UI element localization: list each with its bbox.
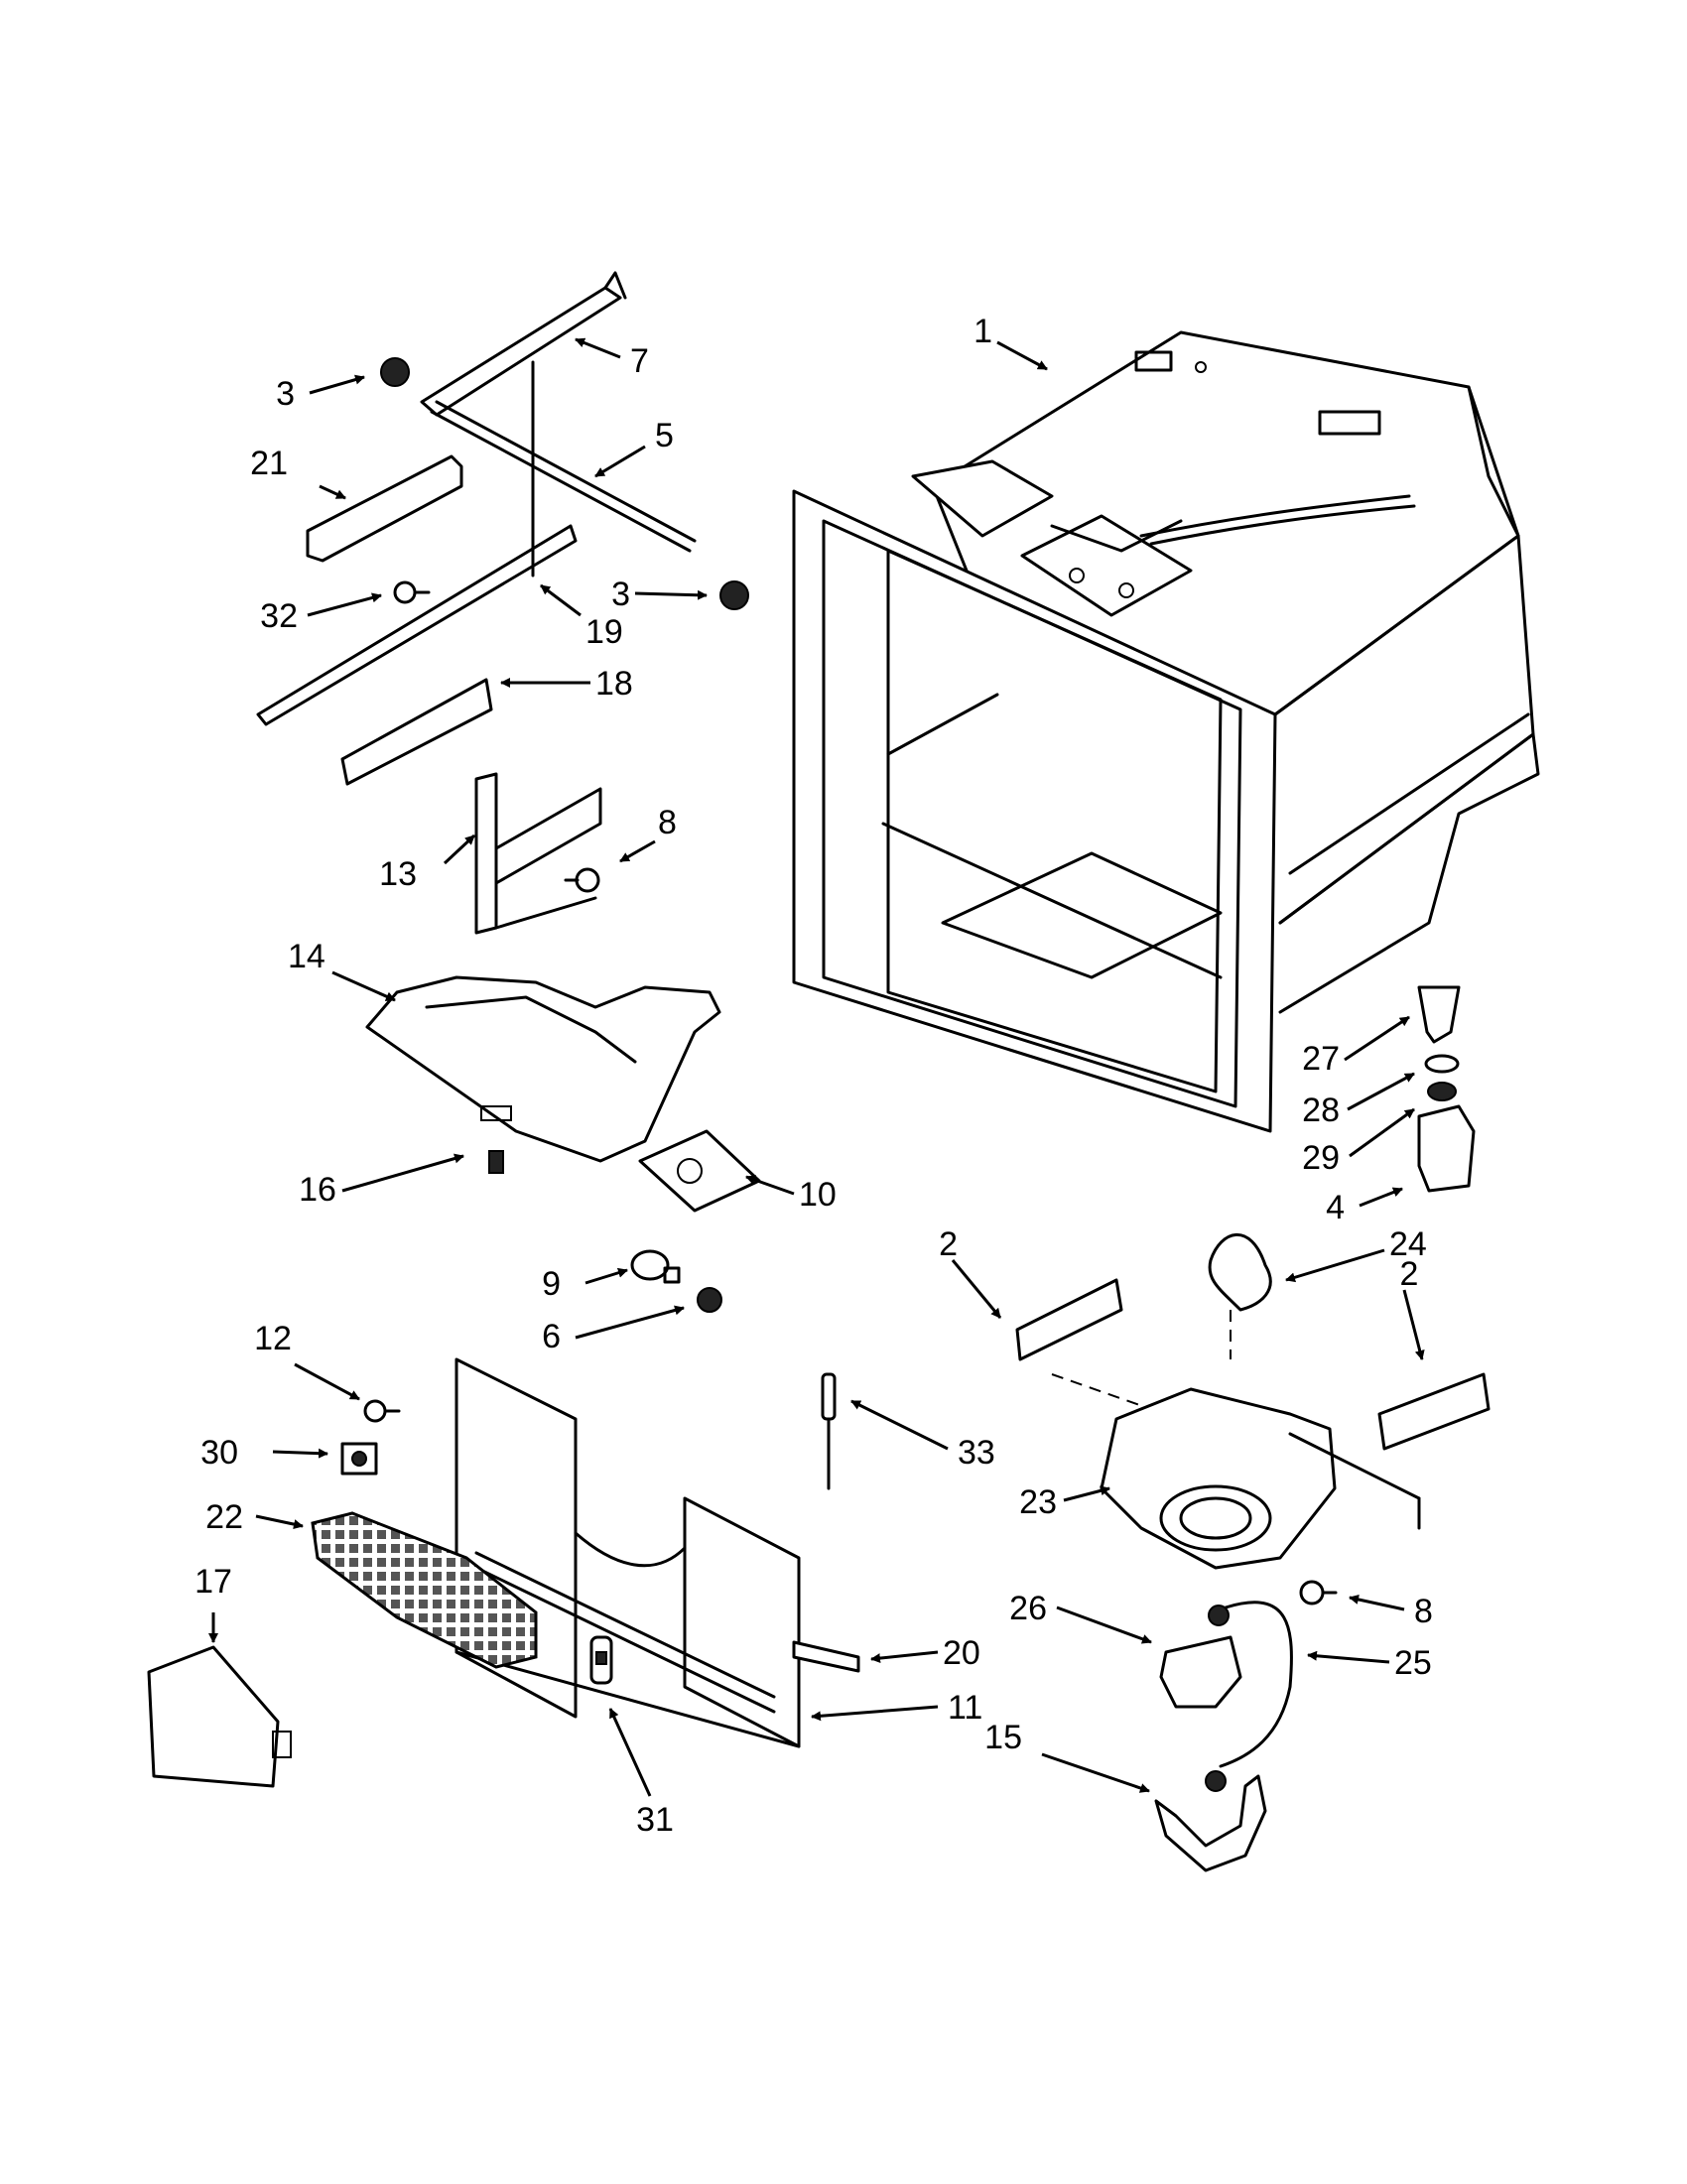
callout-7: 7 <box>630 342 649 380</box>
part-5-shaft <box>430 400 697 553</box>
part-22-grille <box>311 1511 538 1669</box>
callout-24: 24 <box>1389 1225 1427 1263</box>
part-4-fitting <box>1417 1104 1476 1193</box>
part-1-drawer-housing <box>792 330 1540 1133</box>
part-21-bracket <box>306 454 463 563</box>
callout-4: 4 <box>1326 1189 1345 1226</box>
callout-18: 18 <box>595 665 633 703</box>
callout-28: 28 <box>1302 1092 1340 1129</box>
part-28-ring <box>1424 1054 1460 1074</box>
part-15-mount-bracket <box>1154 1770 1267 1872</box>
callout-3-lower: 3 <box>611 576 630 613</box>
part-12-screw <box>363 1399 401 1423</box>
callout-22: 22 <box>205 1498 243 1536</box>
callout-14: 14 <box>288 938 325 975</box>
callout-8-lower: 8 <box>1414 1593 1433 1630</box>
callout-21: 21 <box>250 445 288 482</box>
callout-30: 30 <box>200 1434 238 1472</box>
callout-32: 32 <box>260 597 298 635</box>
part-8-screw-upper <box>564 867 600 893</box>
callout-25: 25 <box>1394 1644 1432 1682</box>
part-10-label <box>638 1129 761 1213</box>
callout-26: 26 <box>1009 1590 1047 1627</box>
callout-29: 29 <box>1302 1139 1340 1177</box>
callout-2-right: 2 <box>1400 1255 1419 1293</box>
part-27-cap <box>1417 985 1461 1044</box>
callout-10: 10 <box>799 1176 837 1214</box>
callout-31: 31 <box>636 1801 674 1839</box>
callout-9: 9 <box>542 1265 561 1303</box>
part-23-fan-shroud <box>1100 1387 1421 1570</box>
callout-1: 1 <box>973 313 992 350</box>
callout-labels: 1 2 2 3 3 4 5 6 7 8 8 9 10 11 12 13 15 1… <box>195 313 1433 1839</box>
part-19-slide-rail <box>256 360 578 726</box>
part-7-cross-rail <box>420 271 627 417</box>
callout-15: 15 <box>984 1719 1022 1756</box>
callout-6: 6 <box>542 1318 561 1355</box>
part-3-gear-lower <box>719 580 749 610</box>
part-3-gear-upper <box>380 357 410 387</box>
callout-16: 16 <box>299 1171 336 1209</box>
part-24-fan-blade <box>1208 1232 1272 1359</box>
callout-33: 33 <box>958 1434 995 1472</box>
part-13-bracket <box>474 772 602 935</box>
part-16-clip <box>488 1150 504 1174</box>
part-20-gasket <box>792 1640 860 1673</box>
part-32-screw <box>393 580 431 604</box>
part-17-cover <box>147 1645 292 1788</box>
part-30-switch <box>340 1442 378 1476</box>
callout-5: 5 <box>655 417 674 454</box>
callout-23: 23 <box>1019 1483 1057 1521</box>
callout-2-left: 2 <box>939 1225 958 1263</box>
part-2-insulation-right <box>1377 1372 1491 1451</box>
callout-19: 19 <box>585 613 623 651</box>
part-6-socket <box>697 1287 722 1313</box>
part-11-rear-panel <box>454 1357 801 1748</box>
callout-12: 12 <box>254 1320 292 1357</box>
callout-8-upper: 8 <box>658 804 677 841</box>
part-25-harness <box>1219 1601 1293 1768</box>
part-26-motor <box>1159 1605 1242 1709</box>
part-14-duct <box>365 975 721 1163</box>
part-29-washer <box>1427 1082 1457 1101</box>
callout-20: 20 <box>943 1634 980 1672</box>
callout-3-upper: 3 <box>276 375 295 413</box>
callout-27: 27 <box>1302 1040 1340 1078</box>
part-2-insulation-left <box>1015 1278 1152 1410</box>
callout-11: 11 <box>948 1689 982 1727</box>
callout-17: 17 <box>195 1563 232 1601</box>
part-33-probe <box>821 1372 837 1490</box>
part-31-clip <box>589 1635 613 1685</box>
part-18-slide-rail <box>340 678 493 786</box>
part-9-bulb <box>630 1249 681 1284</box>
part-8-screw-lower <box>1299 1580 1338 1606</box>
callout-13: 13 <box>379 855 417 893</box>
leader-lines <box>208 337 1425 1797</box>
